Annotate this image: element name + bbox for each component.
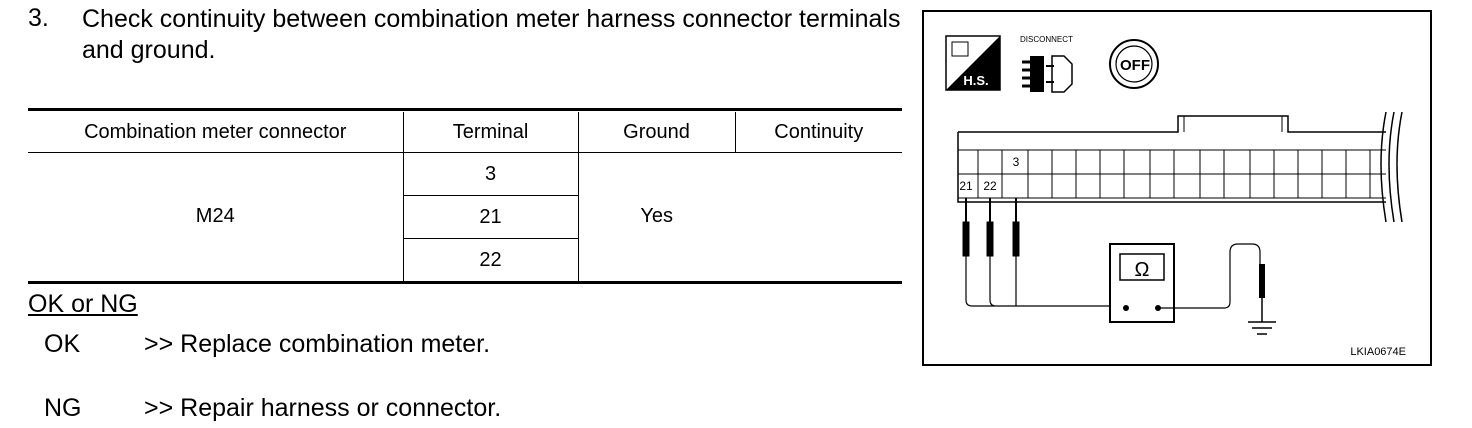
terminal-cell: 22 (403, 238, 578, 281)
terminal-cell: 21 (403, 195, 578, 239)
ohmmeter: Ω (1109, 243, 1276, 335)
ok-action: >> Replace combination meter. (144, 330, 491, 358)
table-top-rule (28, 108, 902, 111)
header-continuity: Continuity (734, 112, 902, 153)
probes (962, 198, 1112, 307)
step-number: 3. (28, 4, 49, 32)
ground-cell: Ground (623, 120, 690, 143)
terminal-cell: 3 (402, 152, 579, 196)
step-instruction: Check continuity between combination met… (82, 5, 901, 64)
reference-code: LKIA0674E (1350, 346, 1406, 358)
table-bottom-rule (28, 281, 902, 284)
connector-cell: M24 (28, 152, 404, 282)
pin-label-22: 22 (983, 179, 997, 193)
disconnect-label: DISCONNECT (1020, 35, 1073, 44)
hs-label: H.S. (963, 73, 988, 88)
disconnect-icon: DISCONNECT (1020, 35, 1073, 93)
continuity-cell: Yes (577, 152, 735, 282)
ignition-off-icon: OFF (1109, 39, 1159, 89)
ng-key: NG (44, 394, 82, 422)
harness-side-icon: H.S. (945, 35, 1001, 91)
harness-connector (957, 111, 1403, 223)
pin-label-3: 3 (1013, 155, 1020, 169)
off-label: OFF (1120, 57, 1150, 74)
ng-action: >> Repair harness or connector. (144, 394, 502, 422)
ok-key: OK (44, 330, 81, 358)
continuity-diagram: H.S. DISCONNECT OFF 21 22 (922, 10, 1432, 366)
header-ground: Ground (577, 112, 736, 153)
continuity-table: Combination meter connector Terminal Gro… (28, 112, 902, 282)
header-terminal: Terminal (402, 112, 579, 153)
connector-cavities (957, 150, 1371, 198)
ohm-symbol: Ω (1135, 259, 1150, 281)
pin-label-21: 21 (959, 179, 973, 193)
header-connector: Combination meter connector (28, 112, 404, 153)
ok-ng-heading: OK or NG (28, 290, 138, 318)
